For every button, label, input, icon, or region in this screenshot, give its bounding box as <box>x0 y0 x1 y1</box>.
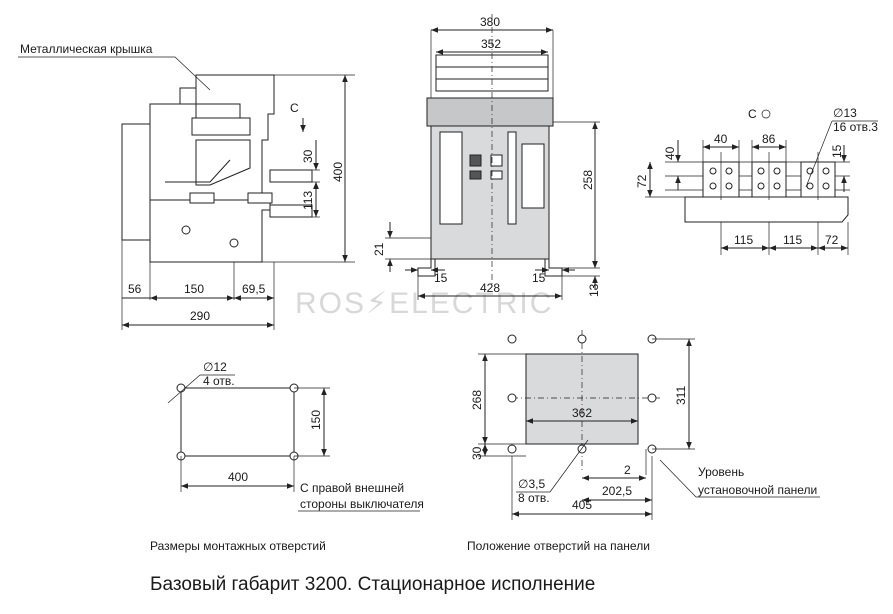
dim-term-86: 86 <box>762 132 776 146</box>
dim-mount-150: 150 <box>309 410 323 430</box>
hole12-count: 4 отв. <box>203 374 235 388</box>
right-side-line1: С правой внешней <box>300 481 404 495</box>
dim-panel-202-5: 202,5 <box>602 484 632 498</box>
dim-side-150: 150 <box>184 282 204 296</box>
dim-front-15b: 15 <box>532 271 546 285</box>
dim-term-15: 15 <box>830 144 844 158</box>
panel-hole-markers <box>507 334 657 454</box>
caption-panel-holes: Положение отверстий на панели <box>467 539 650 553</box>
dim-front-21: 21 <box>372 242 386 256</box>
hole35-label: ∅3,5 <box>518 477 545 491</box>
dim-panel-311: 311 <box>674 386 688 405</box>
hole35-count: 8 отв. <box>518 491 550 505</box>
hole13-label: ∅13 <box>833 106 857 120</box>
dim-term-40-top: 40 <box>714 132 728 146</box>
dim-front-352: 352 <box>481 37 501 51</box>
dim-term-72-left: 72 <box>635 174 649 188</box>
mounting-holes-view: ∅12 4 отв. 150 400 С правой внешней стор… <box>167 360 424 512</box>
dim-panel-2: 2 <box>624 463 631 477</box>
dim-front-15a: 15 <box>434 271 448 285</box>
dim-front-380: 380 <box>480 15 500 29</box>
dim-term-115b: 115 <box>783 233 802 247</box>
dim-side-56: 56 <box>128 282 142 296</box>
hole12-label: ∅12 <box>203 360 227 374</box>
dim-side-30: 30 <box>301 149 315 163</box>
dim-term-40-left: 40 <box>663 146 677 160</box>
dim-side-290: 290 <box>190 309 210 323</box>
dim-panel-30: 30 <box>470 446 484 460</box>
dim-front-13: 13 <box>587 283 601 297</box>
dim-side-113: 113 <box>301 191 315 210</box>
section-c-left: С <box>290 101 299 115</box>
panel-holes-view: 268 30 311 362 ∅3,5 8 отв. 2 202,5 405 У… <box>470 330 820 520</box>
page-title: Базовый габарит 3200. Стационарное испол… <box>150 574 595 595</box>
caption-mount-holes: Размеры монтажных отверстий <box>150 539 326 553</box>
watermark: ROS⚡ELECTRIC <box>295 287 553 320</box>
dim-front-258: 258 <box>581 170 595 190</box>
front-view: 380 352 258 13 21 <box>372 14 601 300</box>
dim-mount-400: 400 <box>228 470 248 484</box>
hole13-count: 16 отв.3 <box>833 120 878 134</box>
dim-side-69-5: 69,5 <box>242 282 266 296</box>
right-side-line2: стороны выключателя <box>300 497 424 511</box>
level-line1: Уровень <box>698 465 744 479</box>
dim-front-428: 428 <box>480 281 500 295</box>
dim-panel-362: 362 <box>572 406 592 420</box>
dim-side-400: 400 <box>331 162 345 182</box>
metal-cover-label: Металлическая крышка <box>20 42 153 56</box>
side-view: Металлическая крышка 400 30 113 С 56 150… <box>18 42 355 330</box>
dim-term-115a: 115 <box>734 233 753 247</box>
dim-panel-405: 405 <box>572 498 592 512</box>
section-c-right: С <box>748 107 757 121</box>
dim-term-72b: 72 <box>825 233 839 247</box>
level-line2: установочной панели <box>698 483 817 497</box>
terminals-view: С 40 86 ∅13 16 отв.3 <box>635 106 878 255</box>
dim-panel-268: 268 <box>470 390 484 410</box>
